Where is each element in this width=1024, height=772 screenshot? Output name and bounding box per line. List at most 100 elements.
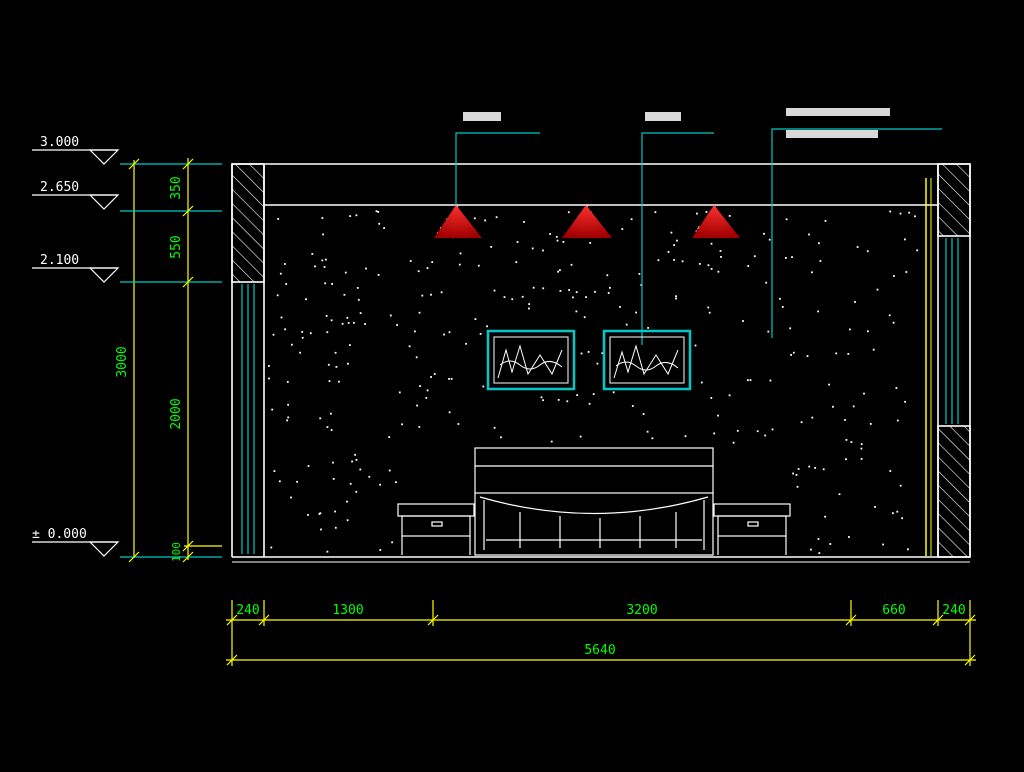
wallpaper-dot: [309, 332, 312, 335]
wallpaper-dot: [832, 405, 834, 408]
wallpaper-dot: [270, 546, 273, 549]
wallpaper-dot: [377, 211, 380, 213]
wallpaper-dot: [708, 311, 711, 314]
dim-1300: 1300: [332, 603, 363, 618]
wallpaper-dot: [845, 458, 847, 461]
wallpaper-dot: [334, 510, 336, 513]
wallpaper-dot: [713, 432, 716, 435]
wallpaper-dot: [326, 550, 329, 553]
dim-2000: 2000: [169, 398, 184, 429]
wallpaper-dot: [540, 396, 543, 399]
wallpaper-dot: [327, 363, 330, 366]
wallpaper-dot: [301, 331, 304, 333]
wallpaper-dot: [388, 436, 391, 438]
wallpaper-dot: [707, 264, 710, 267]
wallpaper-dot: [681, 260, 684, 263]
wallpaper-dot: [899, 212, 902, 215]
wall-paintings: [486, 329, 692, 391]
lamp-sparkle: [456, 205, 458, 207]
wallpaper-dot: [291, 343, 293, 346]
wallpaper-dot: [280, 316, 283, 319]
wallpaper-dot: [421, 294, 424, 297]
wallpaper-dot: [335, 366, 338, 368]
wallpaper-dot: [448, 411, 451, 414]
wallpaper-dot: [838, 493, 841, 496]
wallpaper-dot: [523, 221, 525, 223]
wallpaper-dot: [495, 216, 498, 219]
wallpaper-dot: [856, 246, 859, 248]
wallpaper-dot: [819, 260, 822, 262]
wallpaper-dot: [808, 465, 811, 468]
wallpaper-dot: [448, 331, 451, 334]
wallpaper-dot: [698, 263, 701, 265]
wallpaper-dot: [490, 246, 493, 248]
wallpaper-dot: [389, 314, 392, 317]
wallpaper-dot: [430, 376, 432, 378]
wallpaper-dot: [719, 250, 722, 252]
wallpaper-dot: [895, 387, 898, 389]
wallpaper-dot: [515, 261, 518, 263]
wallpaper-dot: [670, 231, 673, 234]
wallpaper-dot: [364, 323, 366, 325]
wallpaper-dot: [549, 233, 551, 235]
wallpaper-dot: [290, 496, 292, 499]
wallpaper-dot: [347, 362, 349, 365]
wallpaper-dot: [355, 459, 358, 461]
wallpaper-dot: [457, 423, 460, 425]
elevation-label-2650: 2.650: [40, 180, 79, 195]
wallpaper-dot: [556, 239, 559, 242]
wallpaper-dot: [408, 345, 411, 348]
wallpaper-dot: [473, 217, 476, 220]
wallpaper-dot: [332, 461, 334, 464]
wallpaper-dot: [396, 324, 398, 326]
wallpaper-dot: [414, 330, 416, 333]
wallpaper-dot: [824, 220, 827, 222]
wallpaper-dot: [567, 211, 570, 214]
nightstand-right: [713, 503, 791, 555]
wallpaper-dot: [425, 397, 428, 399]
wallpaper-dot: [357, 298, 360, 301]
dim-3000: 3000: [115, 346, 130, 377]
room-outline: [231, 163, 971, 563]
wallpaper-dot: [621, 228, 624, 230]
wallpaper-dot: [326, 331, 329, 334]
wallpaper-dot: [675, 297, 677, 300]
wallpaper-dot: [860, 458, 863, 460]
annotation-text-marks: [463, 108, 890, 138]
wallpaper-dot: [904, 238, 906, 241]
wallpaper-dot: [710, 242, 713, 245]
wallpaper-dot: [493, 426, 496, 429]
wallpaper-dot: [753, 255, 756, 258]
lamp-sparkle: [695, 230, 698, 232]
wallpaper-dot: [892, 321, 895, 324]
wallpaper-dot: [705, 211, 708, 213]
wallpaper-dot: [419, 385, 421, 387]
wallpaper-dot: [477, 264, 480, 267]
wallpaper-dot: [817, 538, 820, 540]
wallpaper-dot: [849, 328, 851, 331]
ceiling-lamps: [434, 205, 740, 238]
wallpaper-dot: [301, 336, 304, 339]
elevation-marker-0000: ± 0.000: [32, 527, 120, 557]
wallpaper-dot: [398, 391, 401, 394]
wallpaper-dot: [318, 513, 321, 515]
wallpaper-dot: [448, 378, 450, 380]
wallpaper-dot: [818, 242, 820, 245]
wallpaper-dot: [296, 480, 298, 483]
wallpaper-dot: [580, 352, 583, 355]
wallpaper-dot: [550, 440, 553, 443]
wallpaper-dot: [596, 362, 599, 365]
dim-100: 100: [170, 542, 183, 562]
wallpaper-dot: [375, 210, 378, 213]
wallpaper-dot: [276, 294, 279, 297]
wallpaper-dot: [458, 263, 461, 266]
elevation-marker-3000: 3.000: [32, 135, 120, 165]
wallpaper-dot: [359, 312, 362, 314]
wallpaper-texture: [268, 205, 919, 554]
wallpaper-dot: [542, 399, 544, 402]
wallpaper-dot: [344, 271, 347, 274]
wallpaper-dot: [368, 475, 371, 478]
wallpaper-dot: [588, 402, 591, 405]
wallpaper-dot: [284, 263, 286, 265]
